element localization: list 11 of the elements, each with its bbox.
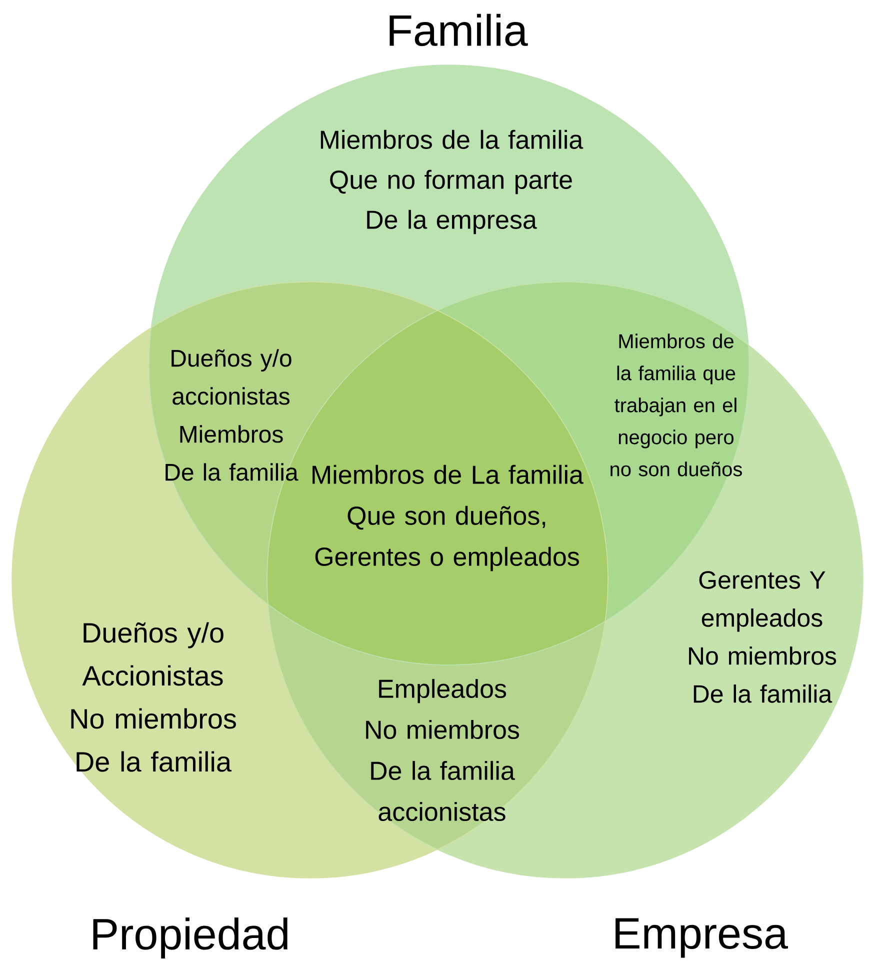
region-label: Gerentes Y empleados No miembros De la familia — [689, 571, 836, 703]
region-label: Empleados No miembros De la familia accionistas — [366, 678, 520, 822]
circle-title: Propiedad — [93, 917, 288, 958]
circle-title: Empresa — [616, 918, 788, 958]
region-label: Dueños y/o Accionistas No miembros De la familia — [71, 622, 236, 772]
region-label: Miembros de la familia Que no forman parte De la empresa — [320, 130, 584, 234]
venn-circle — [12, 282, 608, 878]
region-label: Dueños y/o accionistas Miembros De la familia — [166, 349, 298, 481]
region-label: Miembros de la familia que trabajan en el negocio pero no son dueños — [610, 334, 742, 476]
circle-title: Familia — [390, 14, 528, 46]
region-label: Miembros de La familia Que son dueños, Gerentes o empleados — [312, 464, 584, 572]
